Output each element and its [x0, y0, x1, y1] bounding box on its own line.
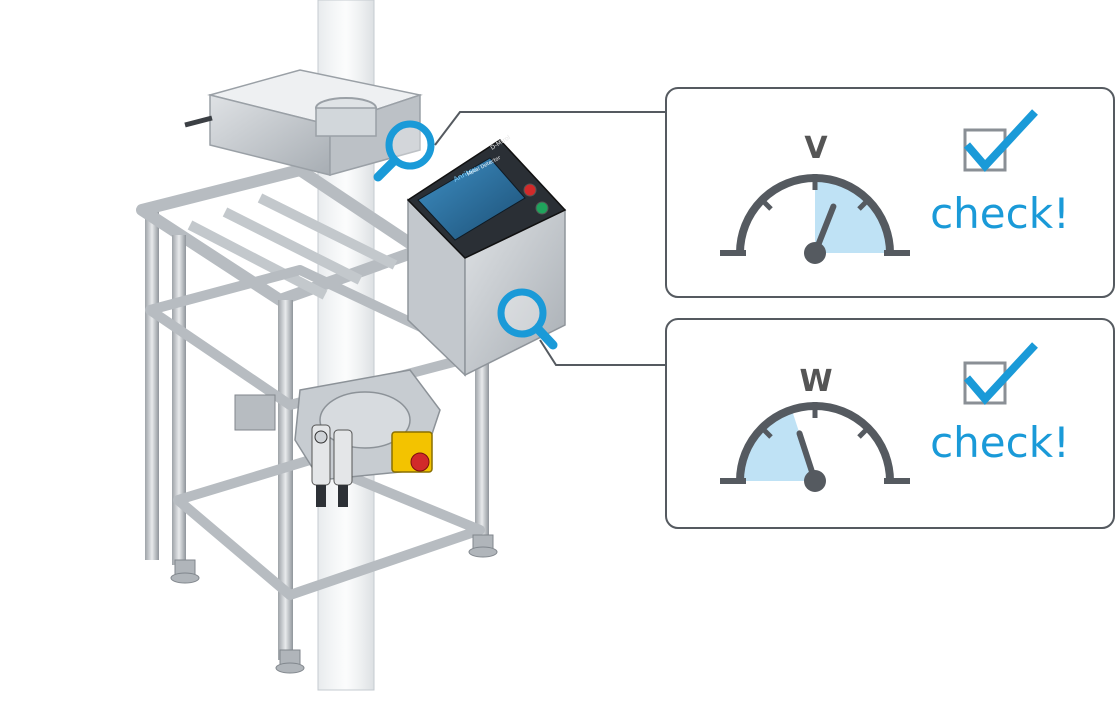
gauge-label: W: [799, 364, 832, 399]
frame-crossbar: [222, 207, 363, 285]
status-text: check!: [930, 418, 1070, 467]
callout-panel-power: W check!: [665, 318, 1115, 529]
metal-detector-machine: Anritsu Metal Detector D-Mtrol: [136, 0, 567, 691]
run-lamp: [535, 201, 549, 215]
frame-leg-front-right: [278, 300, 293, 660]
sensor-bracket: [234, 394, 276, 431]
checkbox-icon: [963, 109, 1038, 173]
touch-screen: [417, 157, 526, 241]
status-text: check!: [930, 189, 1070, 238]
checkbox-icon: [963, 342, 1038, 406]
frame-leg-back-left: [145, 210, 159, 560]
magnifier-icon: [497, 288, 558, 350]
magnifier-icon: [373, 120, 435, 182]
leveling-feet: [170, 534, 498, 674]
emergency-stop-button: [391, 431, 433, 473]
power-cable: [184, 115, 213, 128]
gauge-label: V: [804, 131, 828, 166]
frame-crossbar: [257, 193, 398, 270]
frame-leg-front-left: [172, 235, 186, 565]
frame-crossbar: [187, 220, 328, 300]
tube-inlet-collar: [315, 107, 377, 137]
gauge-icon: [720, 174, 910, 264]
callout-panel-voltage: V check!: [665, 87, 1115, 298]
reject-lamp: [523, 183, 537, 197]
leader-power: [539, 339, 665, 366]
gauge-icon: [720, 402, 910, 492]
frame-bottom: [173, 455, 485, 600]
air-regulator: [311, 424, 353, 507]
leader-voltage: [434, 111, 665, 146]
callout-leaders: [434, 111, 665, 366]
